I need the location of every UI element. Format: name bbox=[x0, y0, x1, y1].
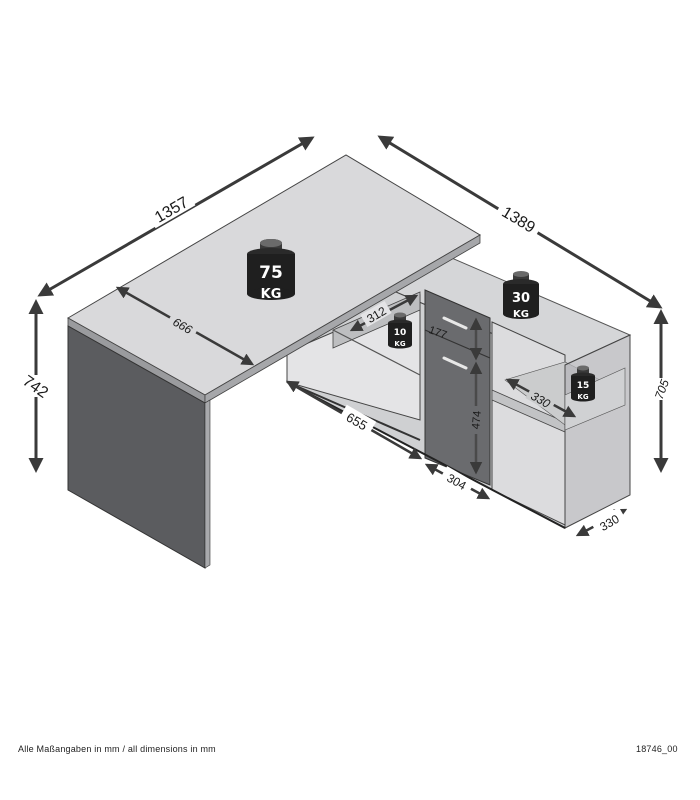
label-drawer-height: 177 bbox=[427, 324, 448, 342]
weight-unit-end-shelf: KG bbox=[577, 393, 588, 401]
weight-icon-desktop: 75 KG bbox=[247, 239, 295, 302]
label-cabinet-height: 705 bbox=[652, 377, 672, 401]
weight-unit-inner-shelf: KG bbox=[394, 340, 405, 348]
weight-value-end-shelf: 15 bbox=[577, 381, 590, 391]
weight-icon-end-shelf: 15 KG bbox=[571, 365, 595, 402]
weight-value-desktop: 75 bbox=[259, 263, 283, 283]
weight-value-inner-shelf: 10 bbox=[394, 328, 407, 338]
weight-unit-cabinet-top: KG bbox=[513, 309, 529, 320]
label-door-height: 474 bbox=[470, 410, 484, 429]
weight-icon-inner-shelf: 10 KG bbox=[388, 312, 412, 349]
weight-value-cabinet-top: 30 bbox=[512, 291, 530, 306]
footer-units-note: Alle Maßangaben in mm / all dimensions i… bbox=[18, 744, 216, 754]
weight-icon-cabinet-top: 30 KG bbox=[503, 271, 539, 320]
footer-drawing-number: 18746_00 bbox=[636, 744, 678, 754]
weight-unit-desktop: KG bbox=[261, 287, 282, 302]
